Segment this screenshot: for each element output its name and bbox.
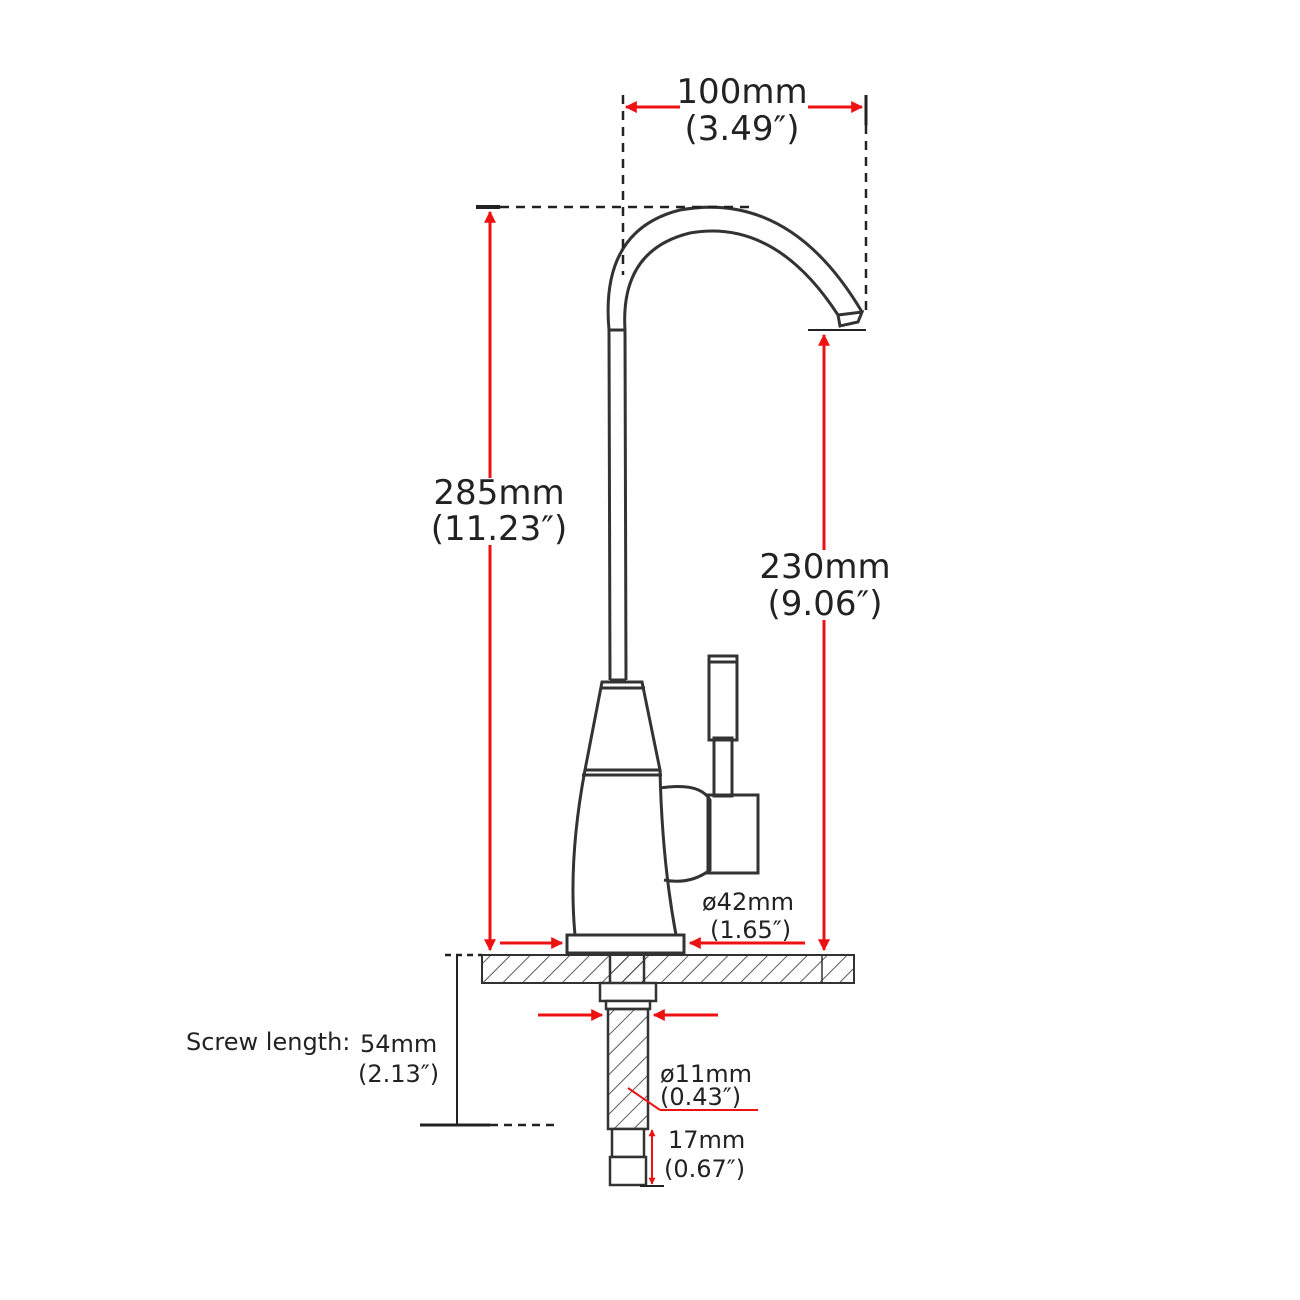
connector-upper (610, 1127, 646, 1159)
spout-inner (623, 229, 840, 331)
threaded-rod (606, 1007, 650, 1131)
base-plate (565, 933, 686, 955)
connector-length-metric: 17mm (668, 1126, 746, 1154)
screw-diameter-metric: ø11mm (660, 1060, 752, 1088)
spout-reach-imperial: (3.49″) (684, 109, 800, 149)
mounting-screw (598, 951, 658, 1187)
connector-length-imperial: (0.67″) (664, 1155, 746, 1183)
handle-cap (706, 793, 760, 875)
total-height-metric: 285mm (433, 473, 565, 513)
screw-length-metric: 54mm (360, 1030, 438, 1058)
handle-lever-upper (707, 654, 739, 742)
spout-height-metric: 230mm (759, 547, 891, 587)
base-diameter-imperial: (1.65″) (710, 916, 792, 944)
mounting-nut (598, 981, 658, 1003)
screw-length-imperial: (2.13″) (358, 1060, 440, 1088)
base-diameter-metric: ø42mm (702, 888, 794, 916)
dimension-arrows (484, 101, 864, 1185)
faucet-outline (565, 205, 865, 955)
screw-diameter-imperial: (0.43″) (660, 1083, 742, 1111)
body-upper (583, 680, 662, 772)
riser-right (623, 329, 628, 681)
spout-tip (836, 310, 865, 328)
extension-lines (420, 95, 868, 1187)
spout-outer (606, 205, 864, 331)
handle-hub (659, 785, 712, 883)
handle-lever-lower (712, 736, 734, 798)
screw-diameter-leader (627, 1087, 661, 1111)
body-lower (571, 769, 678, 937)
spout-height-imperial: (9.06″) (767, 584, 883, 624)
connector-lower (608, 1155, 648, 1187)
countertop (481, 954, 855, 984)
riser-left (607, 329, 612, 681)
spout-reach-metric: 100mm (676, 72, 808, 112)
screw-length-label: Screw length: (186, 1028, 351, 1056)
total-height-imperial: (11.23″) (430, 509, 568, 549)
